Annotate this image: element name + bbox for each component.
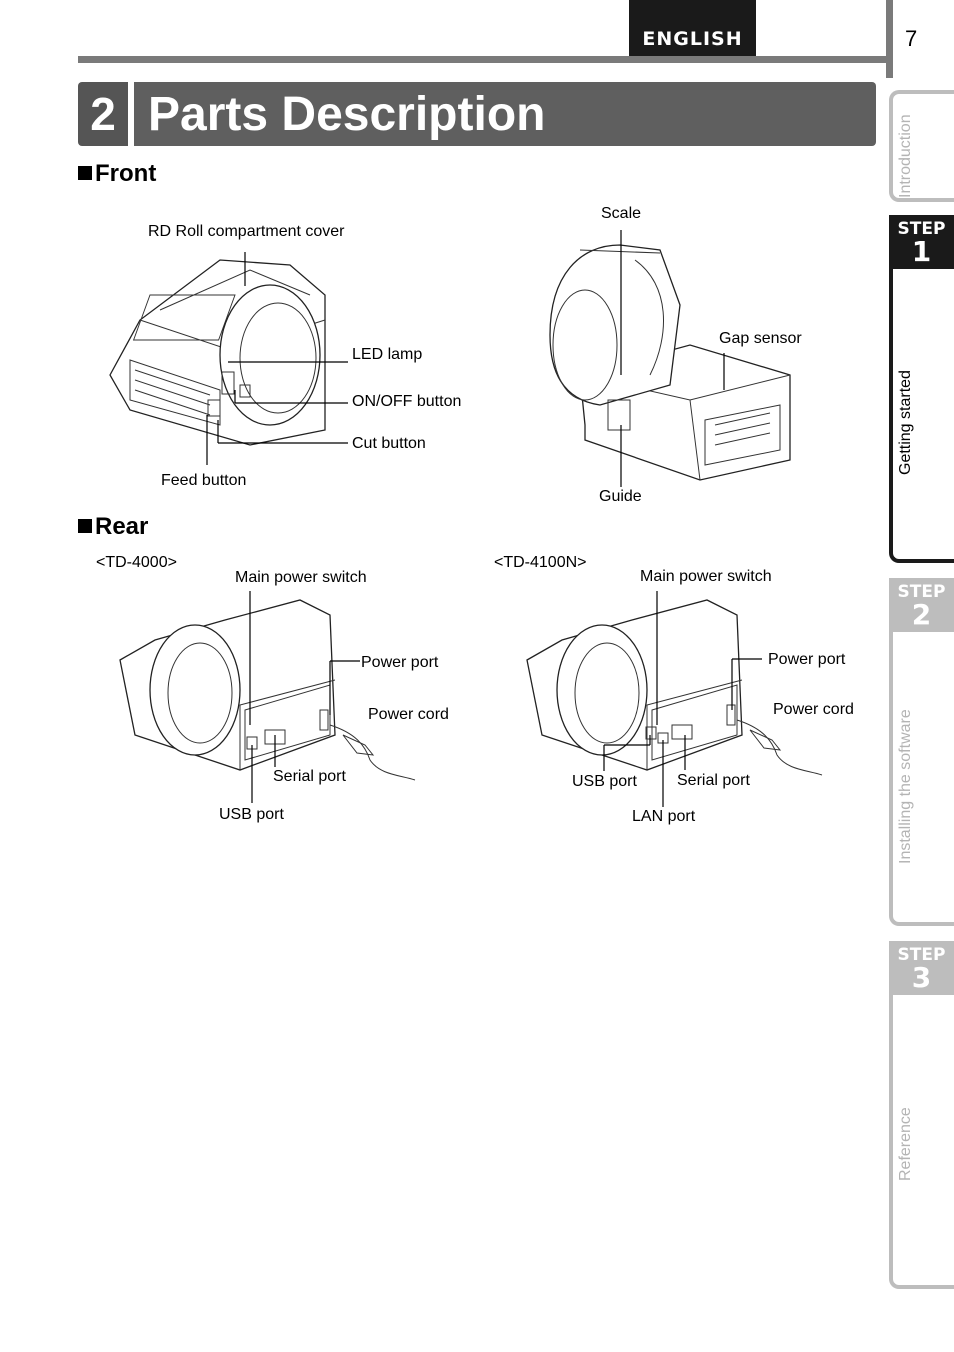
section-rear-label: Rear (95, 513, 149, 540)
side-tab-step2-label: Installing the software (897, 709, 914, 864)
step1-badge: STEP 1 (889, 215, 954, 269)
side-tab-step1-label: Getting started (897, 370, 914, 475)
printer-open-illustration (549, 230, 791, 487)
section-front-label: Front (95, 160, 157, 187)
label-power-cord-td4000: Power cord (368, 706, 449, 723)
label-guide: Guide (599, 488, 642, 505)
header-vertical-rule (886, 0, 893, 78)
label-power-cord-td4100n: Power cord (773, 701, 854, 718)
label-power-port-td4100n: Power port (768, 651, 846, 668)
step1-number: 1 (911, 235, 932, 268)
label-cut-button: Cut button (352, 435, 426, 452)
label-rd-cover: RD Roll compartment cover (148, 223, 345, 240)
chapter-number: 2 (78, 82, 128, 146)
printer-front-illustration (109, 252, 348, 465)
step3-number: 3 (911, 961, 932, 994)
label-usb-port-td4000: USB port (219, 806, 284, 823)
label-model-td4100n: <TD-4100N> (494, 554, 587, 571)
step2-word: STEP (897, 582, 946, 602)
printer-rear-td4000-illustration (119, 591, 416, 803)
label-led-lamp: LED lamp (352, 346, 423, 363)
side-tab-introduction-label: Introduction (897, 114, 914, 198)
label-serial-port-td4000: Serial port (273, 768, 346, 785)
chapter-title: Parts Description (134, 82, 876, 146)
label-usb-port-td4100n: USB port (572, 773, 637, 790)
bullet-square-icon (78, 166, 92, 180)
side-tab-introduction[interactable]: Introduction (889, 90, 954, 202)
label-serial-port-td4100n: Serial port (677, 772, 750, 789)
label-gap-sensor: Gap sensor (719, 330, 802, 347)
step2-number: 2 (911, 598, 932, 631)
page-number: 7 (905, 26, 918, 51)
step1-word: STEP (897, 219, 946, 239)
label-feed-button: Feed button (161, 472, 247, 489)
label-main-power-switch-td4100n: Main power switch (640, 568, 772, 585)
label-lan-port-td4100n: LAN port (632, 808, 696, 825)
label-main-power-switch-td4000: Main power switch (235, 569, 367, 586)
bullet-square-icon (78, 519, 92, 533)
language-tab: ENGLISH (629, 0, 756, 56)
step3-badge: STEP 3 (889, 941, 954, 995)
side-tab-step3-label: Reference (897, 1107, 914, 1181)
label-power-port-td4000: Power port (361, 654, 439, 671)
step2-badge: STEP 2 (889, 578, 954, 632)
section-front-heading: Front (78, 160, 156, 188)
label-onoff-button: ON/OFF button (352, 393, 462, 410)
section-rear-heading: Rear (78, 513, 148, 541)
header-rule (78, 56, 888, 63)
printer-rear-td4100n-illustration (526, 591, 823, 807)
step3-word: STEP (897, 945, 946, 965)
label-scale: Scale (601, 205, 642, 222)
label-model-td4000: <TD-4000> (96, 554, 177, 571)
